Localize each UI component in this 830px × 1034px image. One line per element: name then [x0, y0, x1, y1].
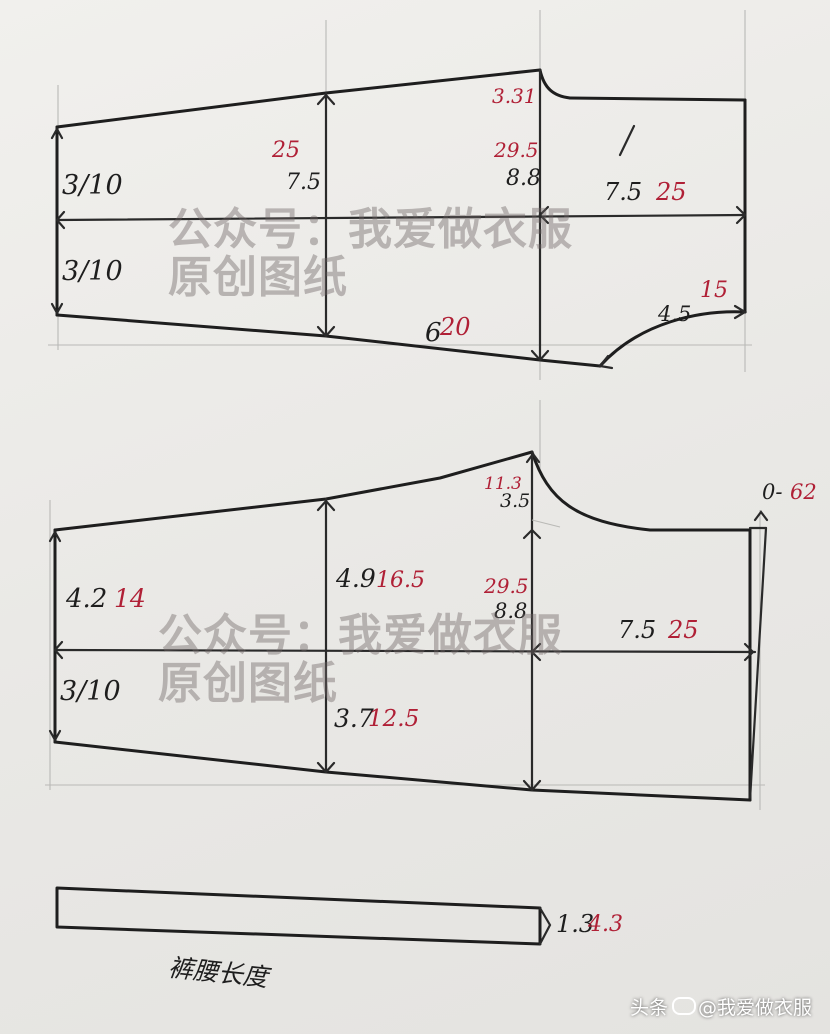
watermark-bottom: 公众号：我爱做衣服 原创图纸: [158, 610, 563, 710]
source-credit: 头条 @我爱做衣服: [630, 993, 812, 1020]
bottom-center-line: [53, 648, 757, 654]
label-bottom-75: 7.5: [618, 616, 657, 644]
label-bottom-14: 14: [114, 584, 146, 613]
label-bottom-42: 4.2: [66, 584, 108, 614]
label-bottom-125: 12.5: [368, 706, 420, 732]
waistband-rect: [55, 886, 542, 946]
label-top-15: 15: [700, 278, 728, 303]
label-bottom-25: 25: [668, 616, 699, 644]
watermark-top-line1: 公众号：我爱做衣服: [168, 204, 573, 255]
credit-source: 头条: [629, 997, 668, 1019]
label-bottom-88: 8.8: [494, 599, 528, 623]
label-waistband-43: 4.3: [588, 912, 623, 937]
label-bottom-62: 62: [790, 480, 817, 504]
watermark-bottom-line2: 原创图纸: [158, 658, 338, 710]
label-top-331: 3.31: [492, 84, 537, 108]
label-bottom-165: 16.5: [376, 568, 425, 593]
label-top-25: 25: [272, 138, 300, 163]
top-crotch-curve-upper: [538, 68, 572, 100]
label-top-310-lower: 3/10: [62, 256, 123, 287]
label-bottom-295: 29.5: [484, 574, 529, 598]
bottom-crotch-curve: [530, 450, 752, 532]
top-crotch-curve-lower: [598, 310, 747, 368]
top-outline-bottom: [55, 313, 602, 368]
watermark-bottom-line1: 公众号：我爱做衣服: [158, 610, 563, 661]
label-bottom-0: 0-: [762, 480, 783, 504]
top-pocket-mark: [618, 124, 636, 157]
top-outline-top: [55, 68, 542, 129]
bottom-outline-bottom: [53, 740, 752, 802]
watermark-top-line2: 原创图纸: [168, 252, 348, 304]
top-outline-right-top: [568, 96, 747, 102]
label-bottom-49: 4.9: [336, 564, 376, 593]
label-top-25-right: 25: [656, 178, 687, 206]
label-top-45: 4.5: [658, 302, 692, 326]
waistband-piece: [55, 886, 552, 946]
label-top-6: 6: [425, 318, 442, 348]
label-top-88: 8.8: [506, 166, 541, 191]
label-top-75-right: 7.5: [604, 178, 643, 206]
label-top-295: 29.5: [494, 138, 539, 162]
top-pattern-piece: [50, 68, 748, 370]
label-top-20: 20: [440, 313, 471, 341]
bottom-outline-top: [53, 450, 534, 532]
bottom-side-slant: [748, 526, 768, 802]
label-top-75: 7.5: [286, 170, 321, 195]
credit-handle: @我爱做衣服: [697, 997, 812, 1019]
label-bottom-37: 3.7: [334, 704, 374, 733]
camera-icon: [671, 997, 696, 1015]
label-bottom-35: 3.5: [500, 490, 531, 512]
watermark-top: 公众号：我爱做衣服 原创图纸: [168, 204, 573, 304]
label-waistband-13: 1.3: [556, 910, 595, 938]
top-center-line: [55, 213, 747, 222]
label-top-310-upper: 3/10: [62, 170, 123, 201]
bottom-pattern-piece: [48, 450, 769, 802]
label-bottom-310: 3/10: [60, 676, 121, 707]
label-bottom-113: 11.3: [484, 474, 522, 494]
